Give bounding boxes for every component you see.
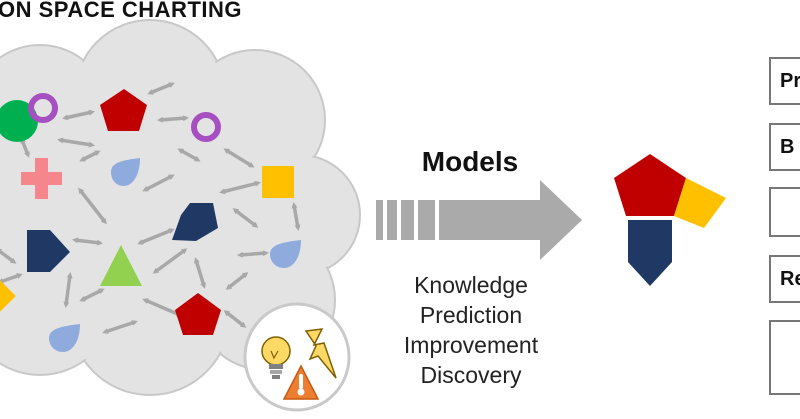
navy-shape-left [27, 230, 70, 272]
side-box-4: Re [769, 255, 800, 303]
connector-arrow-5 [57, 137, 95, 148]
green-triangle [100, 245, 142, 286]
pink-cross [21, 158, 62, 199]
connector-arrow-7 [223, 148, 255, 168]
lightbulb-icon [261, 336, 291, 379]
connector-arrow-12 [291, 202, 301, 231]
connector-arrow-17 [142, 298, 183, 317]
connector-arrow-19 [79, 288, 105, 302]
connector-arrows [0, 82, 301, 334]
assembled-molecule [614, 154, 726, 286]
connector-arrow-3 [79, 150, 101, 162]
connector-arrow-8 [78, 187, 107, 225]
connector-arrow-25 [0, 273, 23, 284]
connector-arrow-4 [20, 137, 30, 158]
connector-arrow-16 [152, 248, 188, 274]
result-yellow-square [674, 178, 726, 228]
side-box-1: Pr [769, 57, 800, 105]
yellow-square-right [262, 166, 294, 198]
model-outcomes-list: Knowledge Prediction Improvement Discove… [376, 270, 566, 390]
models-arrow [376, 180, 582, 260]
models-label: Models [421, 146, 519, 177]
outcome-discovery: Discovery [420, 362, 522, 388]
warning-thermometer-icon [282, 364, 320, 400]
insight-bubble [243, 302, 351, 412]
connector-arrow-0 [62, 109, 95, 121]
outcome-knowledge: Knowledge [414, 272, 528, 298]
connector-arrow-24 [237, 250, 269, 258]
connector-arrow-6 [177, 148, 201, 162]
red-pentagon-top [100, 89, 147, 131]
connector-arrow-9 [142, 174, 175, 192]
connector-arrow-23 [102, 320, 138, 334]
connector-arrow-14 [137, 228, 175, 245]
side-box-3 [769, 187, 800, 237]
purple-ring-top [28, 93, 58, 123]
connector-arrow-18 [63, 272, 73, 308]
connector-arrow-11 [232, 208, 259, 228]
connector-arrow-15 [194, 257, 206, 289]
connector-arrow-10 [219, 180, 261, 195]
connector-arrow-13 [72, 237, 103, 246]
red-pentagon-bottom [175, 293, 221, 335]
connector-arrow-20 [0, 248, 17, 264]
result-navy-shape [628, 220, 672, 286]
blue-drop-2 [270, 240, 301, 268]
connector-arrow-2 [147, 82, 175, 95]
lightning-icon [304, 328, 337, 379]
navy-shape-center [172, 203, 218, 241]
blue-drop-1 [111, 158, 140, 186]
connector-arrow-21 [225, 272, 249, 290]
side-box-5 [769, 320, 800, 395]
outcome-improvement: Improvement [403, 332, 539, 358]
side-box-2: B [769, 123, 800, 171]
purple-ring-right [191, 112, 221, 142]
page-title: ON SPACE CHARTING [0, 0, 242, 22]
connector-arrow-1 [157, 115, 189, 123]
result-red-pentagon [614, 154, 686, 216]
chemical-space-cloud [0, 19, 361, 396]
blue-drop-3 [49, 324, 80, 352]
connector-arrow-22 [223, 310, 247, 328]
outcome-prediction: Prediction [419, 302, 523, 328]
